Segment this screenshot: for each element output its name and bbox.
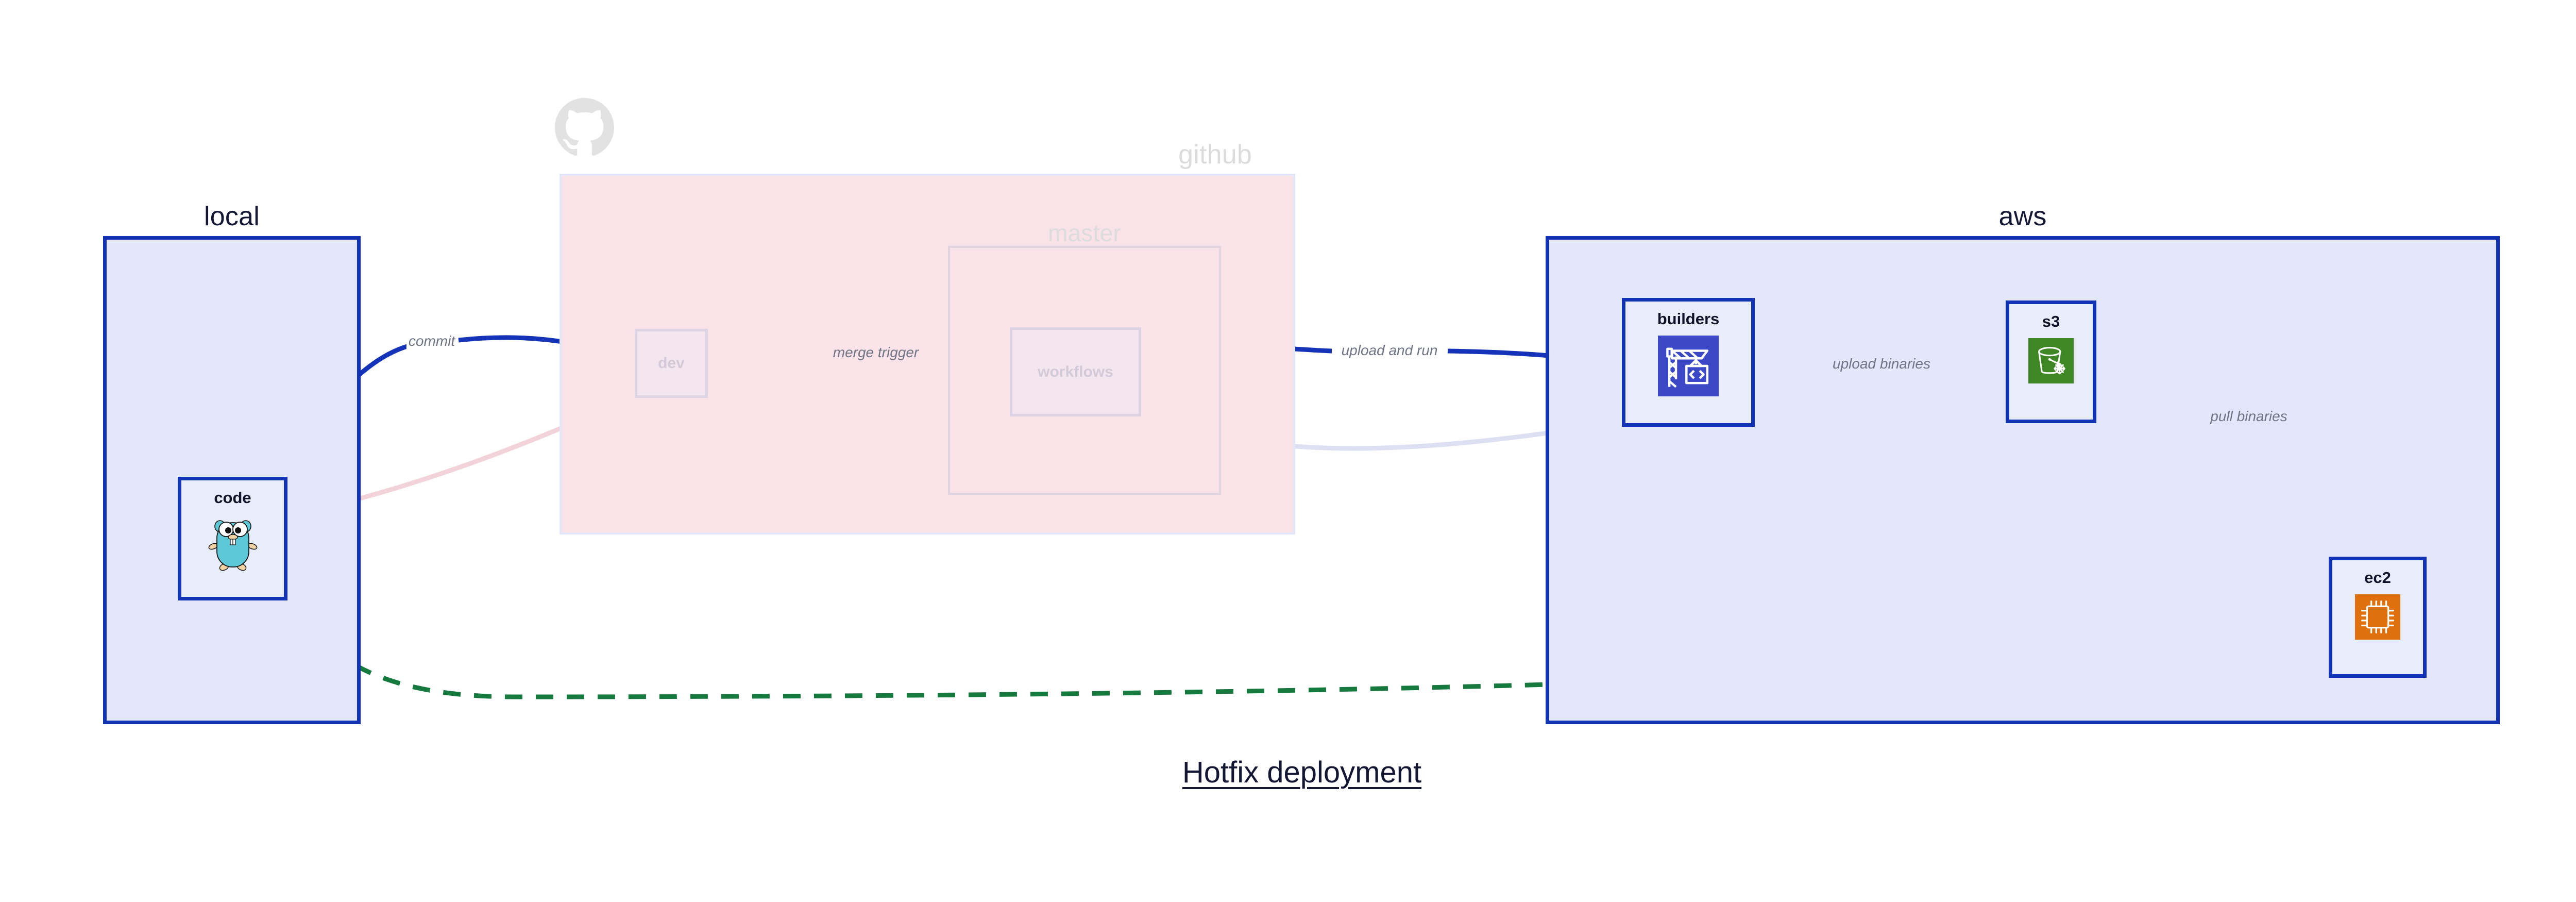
edge-label-merge-trigger: merge trigger xyxy=(831,344,921,361)
node-s3[interactable]: s3 xyxy=(2006,300,2096,423)
zone-local-label: local xyxy=(204,202,260,231)
zone-github-label: github xyxy=(1178,140,1252,170)
node-workflows[interactable]: workflows xyxy=(1010,327,1141,416)
zone-github[interactable] xyxy=(560,174,1295,534)
cpu-chip-icon xyxy=(2355,594,2400,640)
zone-aws-label: aws xyxy=(1998,202,2047,231)
node-ec2[interactable]: ec2 xyxy=(2329,557,2427,678)
node-dev-label: dev xyxy=(658,355,685,372)
bucket-snowflake-icon xyxy=(2028,338,2074,383)
node-dev[interactable]: dev xyxy=(635,329,708,398)
node-builders-label: builders xyxy=(1657,310,1720,328)
crane-code-icon xyxy=(1658,336,1719,396)
node-workflows-label: workflows xyxy=(1038,363,1113,380)
node-code[interactable]: code xyxy=(178,477,287,600)
edge-label-upload-binaries: upload binaries xyxy=(1831,356,1933,372)
node-code-label: code xyxy=(214,489,251,507)
edge-label-commit: commit xyxy=(406,333,457,349)
sub-zone-master[interactable] xyxy=(948,246,1221,495)
edge-label-upload-and-run: upload and run xyxy=(1339,342,1440,359)
node-builders[interactable]: builders xyxy=(1622,298,1755,427)
edge-label-pull-binaries: pull binaries xyxy=(2208,408,2290,425)
diagram-title: Hotfix deployment xyxy=(1182,756,1422,789)
node-s3-label: s3 xyxy=(2042,312,2060,330)
go-gopher-icon xyxy=(208,520,257,571)
github-octocat-icon xyxy=(555,98,614,156)
sub-zone-master-label: master xyxy=(1048,220,1121,246)
node-ec2-label: ec2 xyxy=(2364,569,2391,587)
